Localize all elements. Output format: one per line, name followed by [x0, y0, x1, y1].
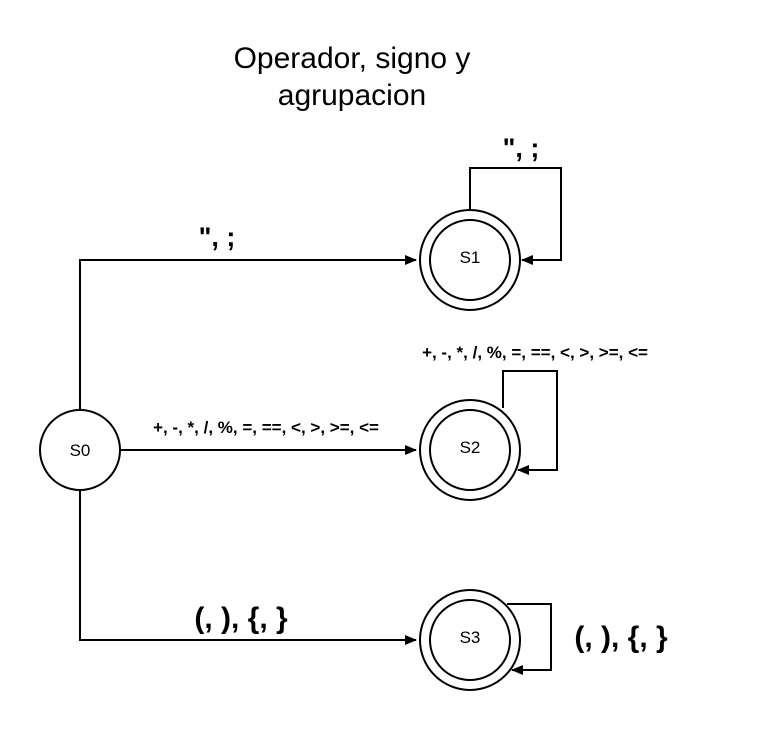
diagram-title-line-1: Operador, signo y [234, 42, 471, 75]
diagram-title-line-2: agrupacion [278, 79, 426, 112]
state-s2-label: S2 [460, 438, 481, 457]
state-s2 [429, 409, 511, 491]
edge-s0-to-s3 [79, 490, 417, 645]
edge-s0-s1-label: ", ; [199, 222, 236, 252]
state-s0 [39, 409, 121, 491]
state-s3-label: S3 [460, 628, 481, 647]
loop-s2 [502, 370, 558, 475]
edge-s0-to-s1 [79, 255, 417, 410]
edge-s0-s3-label: (, ), {, } [194, 602, 288, 635]
state-s1 [429, 219, 511, 301]
loop-s1 [469, 167, 562, 265]
loop-s3-label: (, ), {, } [574, 621, 668, 654]
state-s3 [429, 599, 511, 681]
loop-s3 [507, 603, 552, 675]
loop-s1-label: ", ; [503, 133, 540, 163]
state-s0-label: S0 [70, 441, 91, 460]
loop-s2-label: +, -, *, /, %, =, ==, <, >, >=, <= [422, 343, 648, 362]
edge-s0-s2-label: +, -, *, /, %, =, ==, <, >, >=, <= [153, 418, 379, 437]
state-s1-label: S1 [460, 248, 481, 267]
